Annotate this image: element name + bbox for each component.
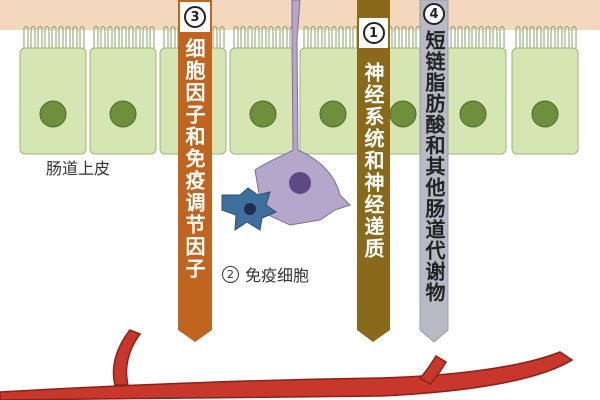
cytokine-pathway-label: 细胞因子和免疫调节因子 (182, 38, 206, 280)
epithelium-label: 肠道上皮 (46, 159, 111, 178)
epithelial-cell (439, 26, 507, 155)
epithelial-cell (89, 26, 157, 155)
nervous-pathway-bar (357, 0, 390, 342)
pathway-number-1: 1 (359, 18, 388, 48)
epithelial-cell (299, 26, 367, 155)
cell-nucleus (459, 100, 487, 128)
cell-nucleus (39, 100, 67, 128)
metabolite-pathway-bar (419, 0, 449, 343)
nervous-pathway-label: 神经系统和神经递质 (361, 62, 385, 260)
blood-vessel (0, 329, 574, 400)
epithelial-cell (19, 26, 87, 155)
pathway-number-3: 3 (180, 2, 210, 32)
cytokine-pathway-bar (178, 0, 212, 342)
metabolite-pathway-label: 短链脂肪酸和其他肠道代谢物 (422, 30, 446, 303)
cell-nucleus (319, 100, 347, 128)
epithelial-cell (511, 26, 579, 155)
cell-nucleus (389, 100, 417, 128)
pathway-number-4: 4 (422, 2, 446, 26)
cell-nucleus (249, 100, 277, 128)
epithelial-cell (229, 26, 297, 155)
immune-cells-label: 2 免疫细胞 (222, 262, 309, 286)
cell-nucleus (531, 100, 559, 128)
neuron (254, 0, 351, 226)
immune-cell (221, 187, 278, 231)
cell-nucleus (109, 100, 137, 128)
